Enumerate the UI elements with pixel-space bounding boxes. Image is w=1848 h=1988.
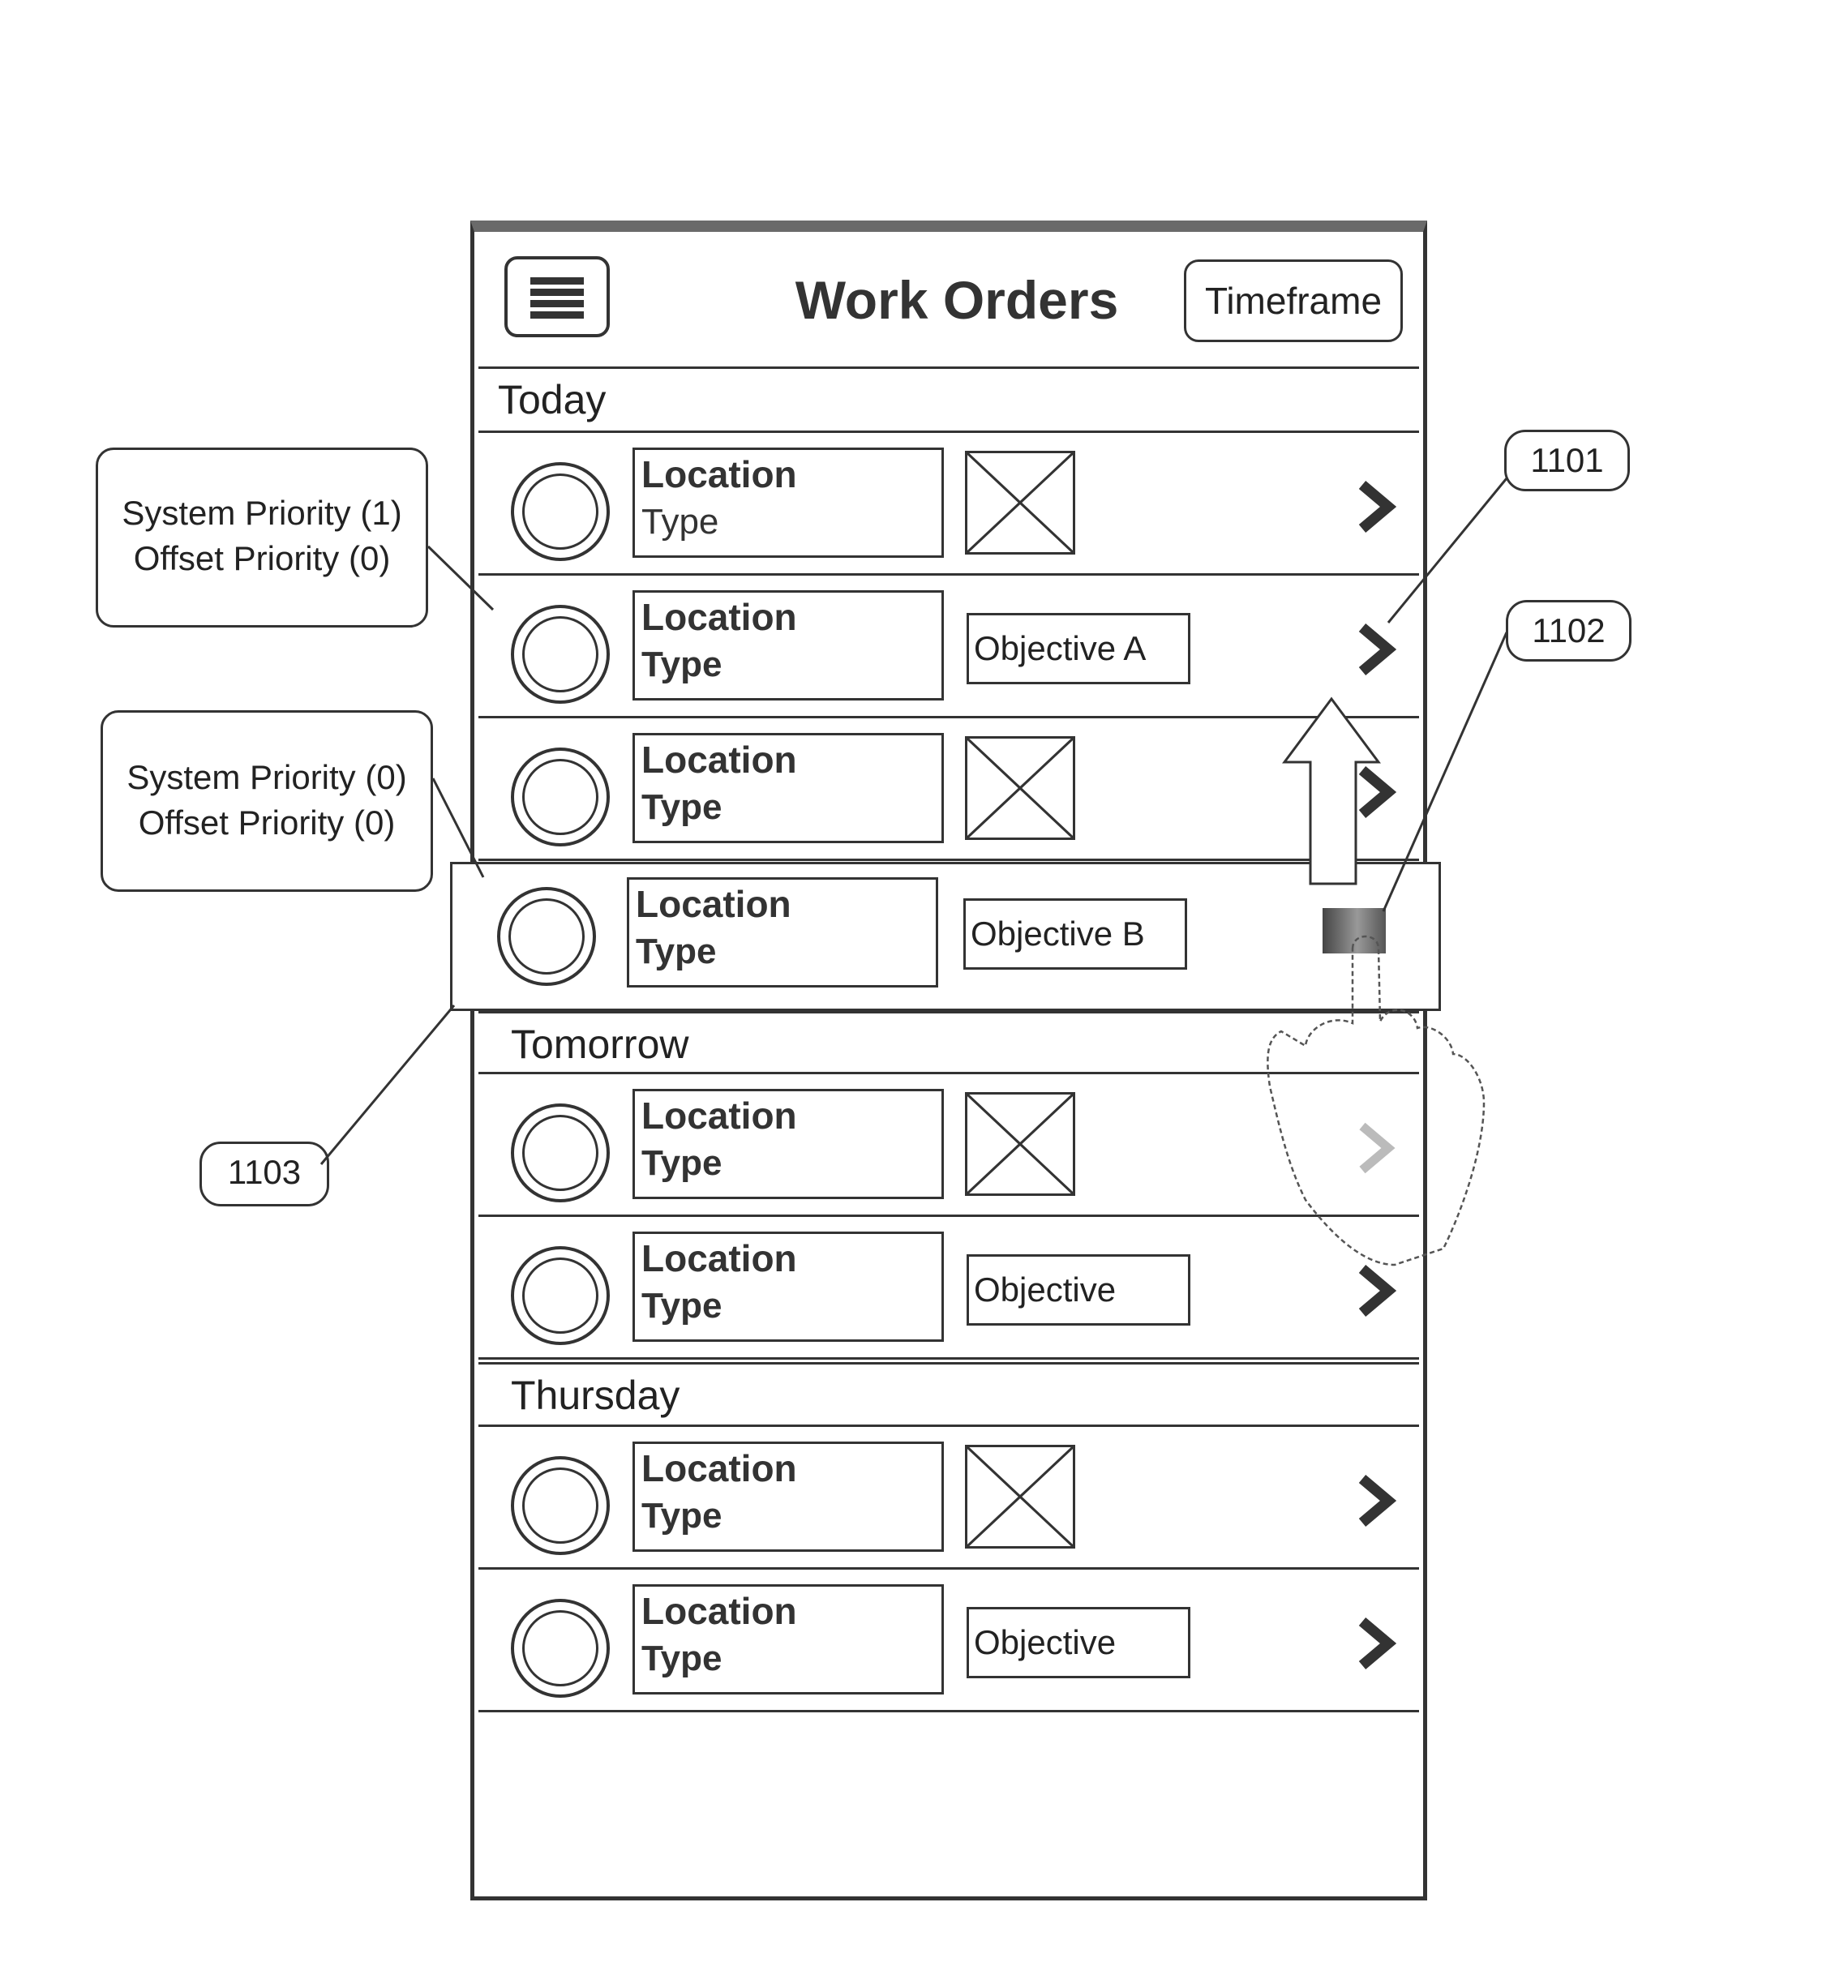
work-order-row[interactable]: Location Type Objective A bbox=[478, 576, 1419, 718]
work-order-row[interactable]: Location Type Objective bbox=[478, 1570, 1419, 1712]
reference-label-1101: 1101 bbox=[1504, 430, 1630, 491]
objective-label: Objective A bbox=[967, 613, 1190, 684]
chevron-right-icon[interactable] bbox=[1356, 621, 1396, 678]
location-label: Location bbox=[641, 1095, 797, 1137]
dragged-work-order-row[interactable]: Location Type Objective B bbox=[450, 862, 1441, 1011]
reference-label-1102: 1102 bbox=[1506, 600, 1631, 662]
priority-callout-1: System Priority (1) Offset Priority (0) bbox=[96, 448, 428, 628]
chevron-right-icon[interactable] bbox=[1356, 764, 1396, 820]
circle-status-icon bbox=[511, 1246, 610, 1345]
circle-status-icon bbox=[497, 887, 596, 986]
work-order-row[interactable]: Location Type bbox=[478, 433, 1419, 576]
image-placeholder-icon bbox=[965, 451, 1075, 555]
callout-line: Offset Priority (0) bbox=[133, 539, 391, 577]
priority-callout-2: System Priority (0) Offset Priority (0) bbox=[101, 710, 433, 892]
location-label: Location bbox=[641, 1237, 797, 1279]
location-label: Location bbox=[641, 1447, 797, 1489]
location-label: Location bbox=[641, 1590, 797, 1632]
drag-handle-icon[interactable] bbox=[1323, 908, 1386, 953]
section-header-tomorrow: Tomorrow bbox=[478, 1011, 1419, 1074]
chevron-right-icon[interactable] bbox=[1356, 478, 1396, 535]
circle-status-icon bbox=[511, 605, 610, 704]
objective-label: Objective bbox=[967, 1607, 1190, 1678]
location-type-box: Location Type bbox=[632, 1584, 944, 1695]
circle-status-icon bbox=[511, 1103, 610, 1202]
image-placeholder-icon bbox=[965, 1445, 1075, 1549]
type-label: Type bbox=[641, 1286, 722, 1326]
location-label: Location bbox=[641, 739, 797, 781]
location-type-box: Location Type bbox=[632, 1442, 944, 1552]
objective-label: Objective B bbox=[963, 898, 1187, 970]
work-order-row[interactable]: Location Type bbox=[478, 1427, 1419, 1570]
menu-button[interactable] bbox=[504, 256, 610, 337]
type-label: Type bbox=[641, 1496, 722, 1536]
callout-line: System Priority (0) bbox=[126, 758, 407, 796]
type-label: Type bbox=[636, 932, 717, 971]
location-type-box: Location Type bbox=[632, 1232, 944, 1342]
work-order-row[interactable]: Location Type bbox=[478, 718, 1419, 861]
chevron-right-icon[interactable] bbox=[1356, 1472, 1396, 1529]
type-label: Type bbox=[641, 502, 719, 542]
circle-status-icon bbox=[511, 462, 610, 561]
location-label: Location bbox=[636, 883, 791, 925]
reference-label-1103: 1103 bbox=[199, 1142, 329, 1206]
chevron-right-icon[interactable] bbox=[1356, 1262, 1396, 1319]
type-label: Type bbox=[641, 787, 722, 827]
location-type-box: Location Type bbox=[632, 590, 944, 701]
section-header-thursday: Thursday bbox=[478, 1362, 1419, 1427]
chevron-right-icon[interactable] bbox=[1356, 1120, 1396, 1176]
callout-line: System Priority (1) bbox=[122, 494, 402, 532]
location-type-box: Location Type bbox=[632, 733, 944, 843]
section-header-today: Today bbox=[478, 366, 1419, 433]
location-label: Location bbox=[641, 453, 797, 495]
location-type-box: Location Type bbox=[632, 1089, 944, 1199]
callout-line: Offset Priority (0) bbox=[138, 803, 396, 842]
type-label: Type bbox=[641, 645, 722, 684]
image-placeholder-icon bbox=[965, 1092, 1075, 1196]
circle-status-icon bbox=[511, 748, 610, 846]
circle-status-icon bbox=[511, 1599, 610, 1698]
type-label: Type bbox=[641, 1639, 722, 1678]
work-order-row[interactable]: Location Type bbox=[478, 1074, 1419, 1217]
page-title: Work Orders bbox=[795, 270, 1119, 330]
objective-label: Objective bbox=[967, 1254, 1190, 1326]
circle-status-icon bbox=[511, 1456, 610, 1555]
type-label: Type bbox=[641, 1143, 722, 1183]
chevron-right-icon[interactable] bbox=[1356, 1615, 1396, 1672]
location-label: Location bbox=[641, 596, 797, 638]
image-placeholder-icon bbox=[965, 736, 1075, 840]
leader-line-1103 bbox=[319, 1005, 456, 1165]
location-type-box: Location Type bbox=[627, 877, 938, 988]
work-order-row[interactable]: Location Type Objective bbox=[478, 1217, 1419, 1360]
timeframe-button[interactable]: Timeframe bbox=[1184, 259, 1403, 342]
location-type-box: Location Type bbox=[632, 448, 944, 558]
